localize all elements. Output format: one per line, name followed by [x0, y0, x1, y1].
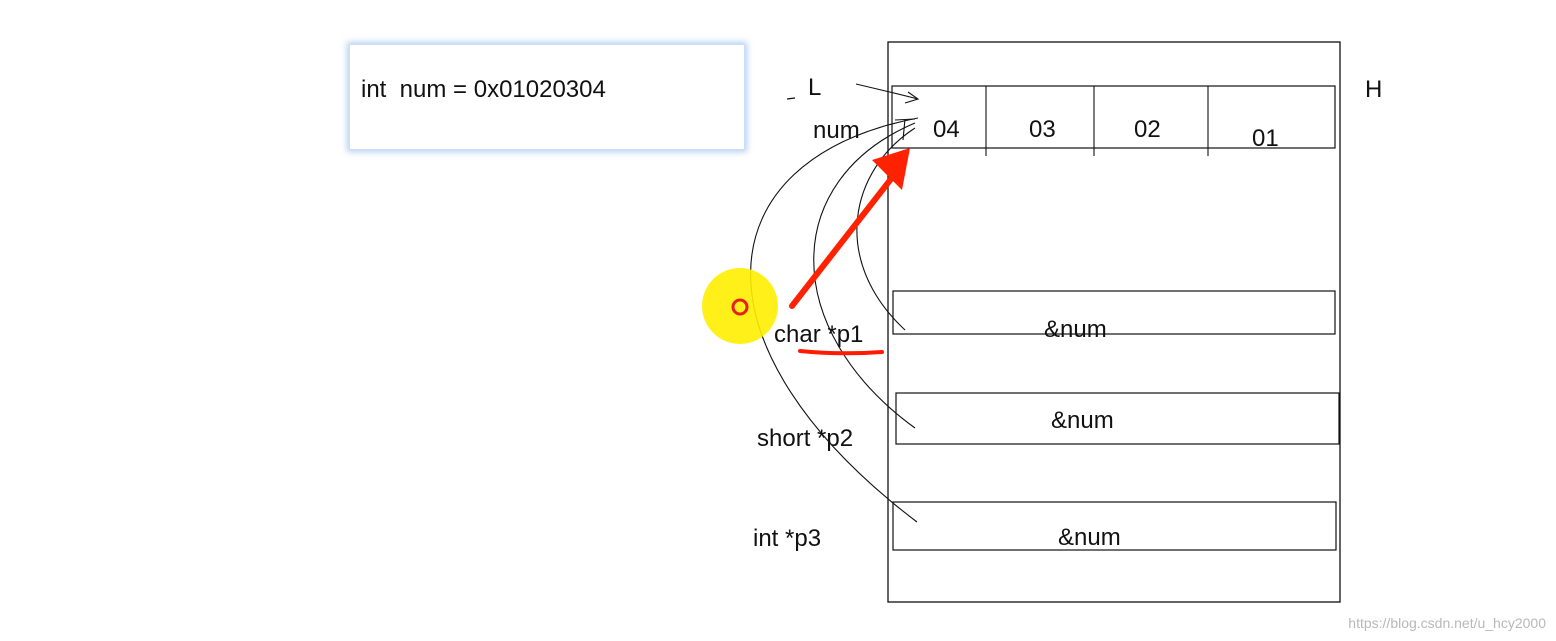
cursor-highlight [702, 268, 778, 344]
memory-block [887, 41, 1341, 603]
p3-label: int *p3 [753, 525, 822, 552]
red-arrow-head [872, 148, 910, 190]
p2-pointer-curve [813, 122, 916, 429]
code-declaration: int num = 0x01020304 [361, 76, 606, 103]
watermark: https://blog.csdn.net/u_hcy2000 [1348, 615, 1546, 631]
byte-cell: 01 [1252, 125, 1279, 152]
num-bytes-row [891, 85, 1336, 149]
p1-underline [798, 349, 884, 356]
byte-cell: 02 [1134, 116, 1161, 143]
byte-cell: 04 [933, 116, 960, 143]
p1-value: &num [1044, 316, 1107, 343]
p1-label: char *p1 [774, 321, 864, 348]
p2-label: short *p2 [757, 425, 854, 452]
p2-cell [895, 392, 1340, 445]
code-box: int num = 0x01020304 [349, 44, 745, 150]
p2-value: &num [1051, 407, 1114, 434]
low-address-label: L [808, 74, 822, 101]
p1-cell [892, 290, 1336, 335]
p3-cell [892, 501, 1337, 551]
hand-stroke [786, 97, 796, 100]
num-label: num [813, 117, 860, 144]
high-address-label: H [1365, 76, 1383, 103]
red-annotation-arrow [789, 167, 901, 309]
hand-stroke [855, 83, 920, 104]
cursor-ring [731, 298, 749, 316]
byte-cell: 03 [1029, 116, 1056, 143]
p3-value: &num [1058, 524, 1121, 551]
